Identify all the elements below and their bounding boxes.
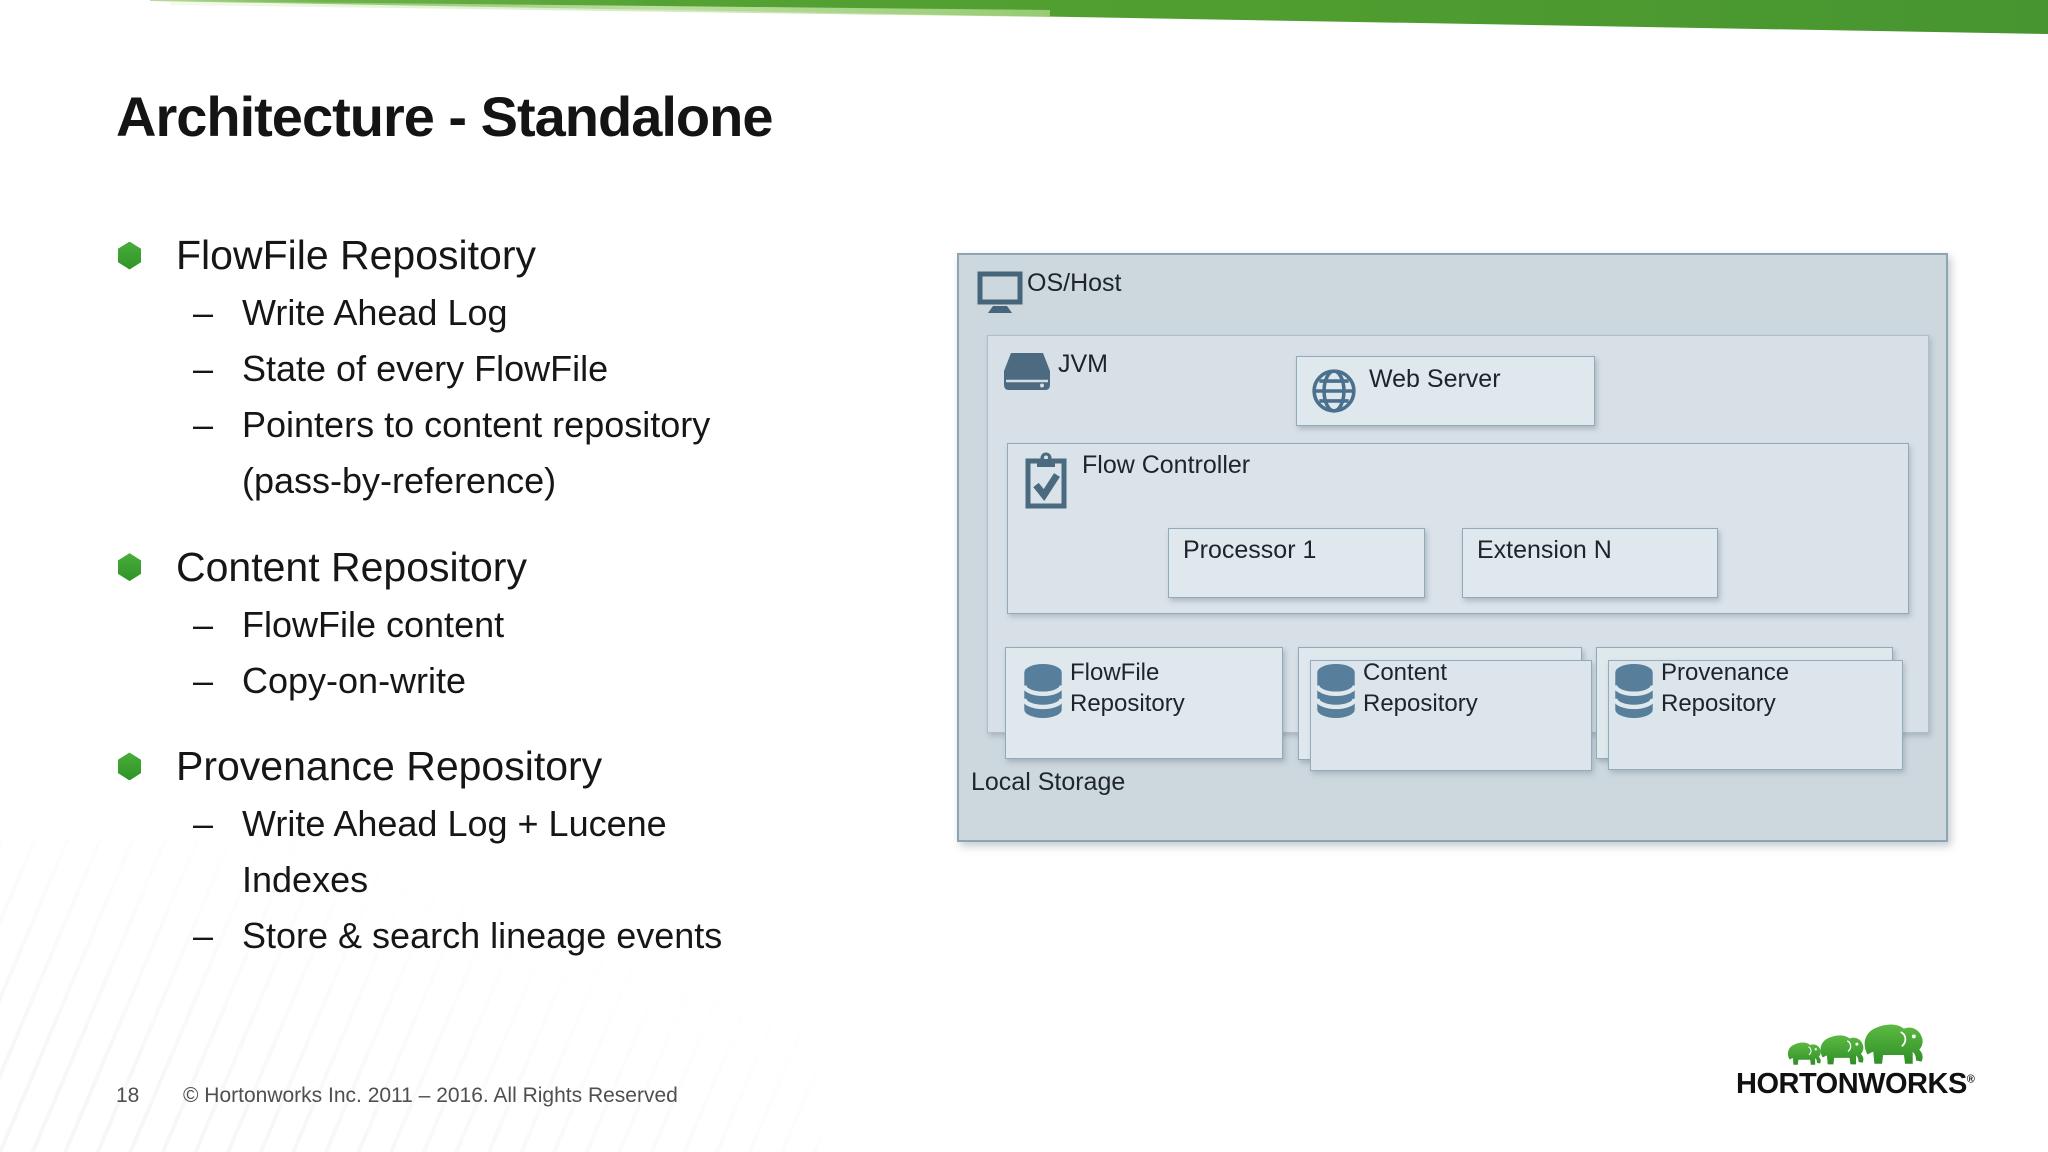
elephant-large-icon <box>1864 1024 1923 1064</box>
dash-bullet: – <box>193 404 214 446</box>
sub-bullet-item: –Write Ahead Log <box>193 285 838 341</box>
sub-bullet-list: –Write Ahead Log –State of every FlowFil… <box>118 285 838 510</box>
sub-bullet-list: –FlowFile content –Copy-on-write <box>118 597 838 709</box>
architecture-diagram-os-host-box: OS/Host JVM Web Server <box>957 253 1948 842</box>
dash-bullet: – <box>193 659 214 701</box>
bullet-group-provenance-repository: Provenance Repository –Write Ahead Log +… <box>118 743 838 964</box>
local-storage-label: Local Storage <box>971 768 1126 796</box>
dash-bullet: – <box>193 348 214 390</box>
database-icon <box>1613 664 1655 718</box>
bullet-list: FlowFile Repository –Write Ahead Log –St… <box>118 232 838 998</box>
hexagon-bullet-icon <box>118 553 141 582</box>
processor-box: Processor 1 <box>1168 528 1425 598</box>
provenance-repository-label: Provenance Repository <box>1661 659 1790 717</box>
hortonworks-logo: HORTONWORKS® <box>1736 1020 1975 1101</box>
sub-bullet-item: –Store & search lineage events <box>193 908 838 964</box>
bullet-heading: Provenance Repository <box>118 743 838 790</box>
logo-wordmark: HORTONWORKS® <box>1736 1068 1975 1100</box>
bullet-heading: Content Repository <box>118 544 838 591</box>
sub-bullet-item: –Pointers to content repository (pass-by… <box>193 397 838 509</box>
jvm-label: JVM <box>1058 350 1108 378</box>
flowfile-repository-label: FlowFile Repository <box>1070 659 1185 717</box>
bullet-group-content-repository: Content Repository –FlowFile content –Co… <box>118 544 838 709</box>
flow-controller-label: Flow Controller <box>1082 451 1251 479</box>
database-icon <box>1315 664 1357 718</box>
dash-bullet: – <box>193 802 214 844</box>
bullet-heading: FlowFile Repository <box>118 232 838 279</box>
elephant-small-icon <box>1787 1042 1821 1065</box>
content-repository-label: Content Repository <box>1363 659 1478 717</box>
dash-bullet: – <box>193 292 214 333</box>
flowfile-repository-box: FlowFile Repository <box>1005 647 1283 759</box>
sub-bullet-item: –Copy-on-write <box>193 653 838 709</box>
elephant-medium-icon <box>1820 1035 1863 1065</box>
background-diagonal-texture <box>0 840 820 1152</box>
hexagon-bullet-icon <box>118 241 141 270</box>
processor-label: Processor 1 <box>1183 536 1317 564</box>
hexagon-bullet-icon <box>118 752 141 781</box>
bullet-heading-label: Provenance Repository <box>176 742 603 789</box>
extension-box: Extension N <box>1462 528 1718 598</box>
sub-bullet-item: –Write Ahead Log + Lucene Indexes <box>193 796 838 908</box>
flow-controller-box: Flow Controller Processor 1 Extension N <box>1007 443 1909 614</box>
extension-label: Extension N <box>1477 536 1612 564</box>
dash-bullet: – <box>193 603 214 645</box>
bullet-heading-label: FlowFile Repository <box>176 232 536 278</box>
database-icon <box>1022 664 1064 718</box>
monitor-icon <box>977 271 1023 313</box>
sub-bullet-list: –Write Ahead Log + Lucene Indexes –Store… <box>118 796 838 964</box>
registered-mark: ® <box>1966 1073 1975 1086</box>
web-server-label: Web Server <box>1369 365 1501 393</box>
provenance-repository-box: Provenance Repository <box>1596 647 1903 770</box>
os-host-label: OS/Host <box>1027 269 1122 297</box>
globe-icon <box>1312 369 1356 413</box>
bullet-group-flowfile-repository: FlowFile Repository –Write Ahead Log –St… <box>118 232 838 510</box>
page-title: Architecture - Standalone <box>116 85 773 148</box>
bullet-heading-label: Content Repository <box>176 543 527 590</box>
web-server-box: Web Server <box>1296 356 1595 426</box>
content-repository-box: Content Repository <box>1298 647 1592 771</box>
hard-drive-icon <box>1004 353 1050 390</box>
clipboard-check-icon <box>1025 452 1067 509</box>
sub-bullet-item: –State of every FlowFile <box>193 341 838 397</box>
dash-bullet: – <box>193 915 214 957</box>
sub-bullet-item: –FlowFile content <box>193 597 838 653</box>
copyright-text: © Hortonworks Inc. 2011 – 2016. All Righ… <box>183 1084 678 1107</box>
page-number: 18 <box>116 1084 140 1107</box>
elephants-icon <box>1736 1020 1974 1066</box>
